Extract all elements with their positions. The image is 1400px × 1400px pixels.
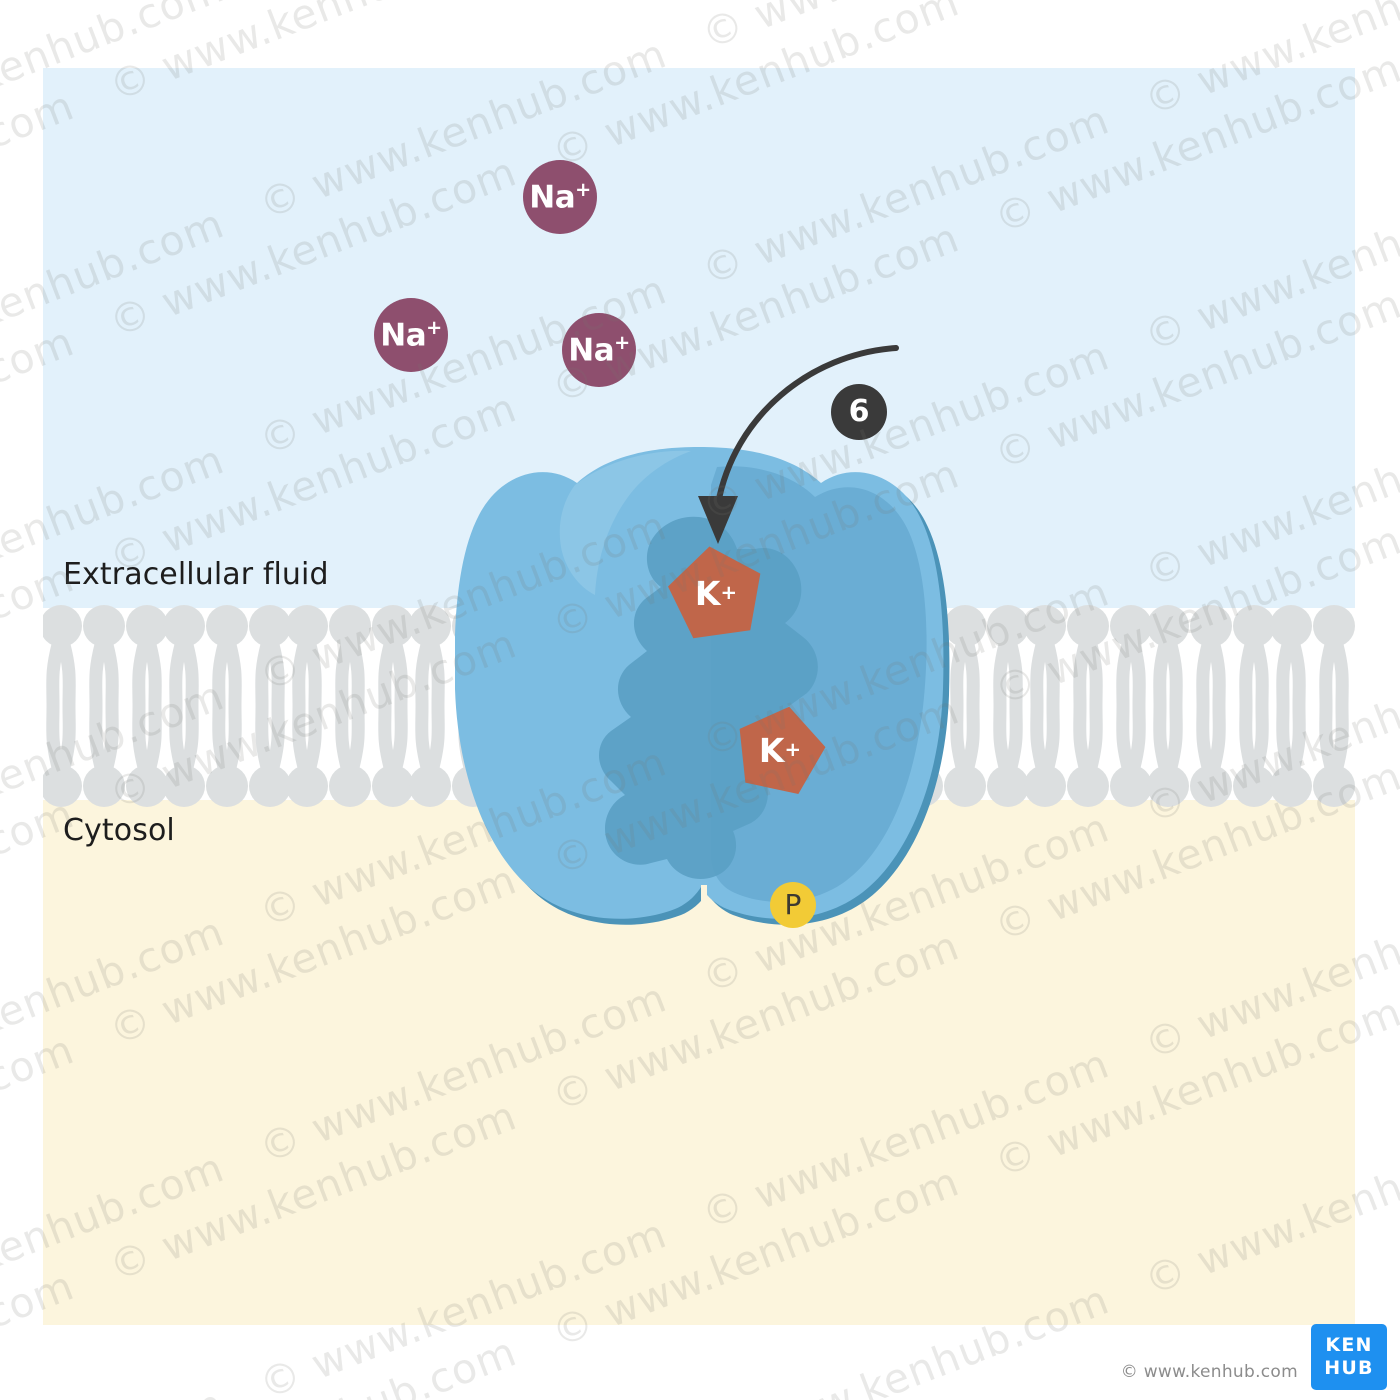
watermark-text: © www.kenhub.com © www.kenhub.com © www.… [0,0,1400,45]
phospholipid [83,605,125,713]
phospholipid [163,605,205,713]
phospholipid [329,605,371,713]
sodium-potassium-pump-protein [455,447,950,925]
sodium-ion: Na+ [523,160,597,234]
phospholipid [206,605,248,713]
phospholipid [987,605,1029,713]
phospholipid [43,699,82,807]
phospholipid [944,699,986,807]
cytosol-label: Cytosol [63,813,175,848]
phospholipid [409,699,451,807]
phospholipid [163,699,205,807]
arrow-head [698,496,738,544]
phospholipid [1233,605,1275,713]
phospholipid [409,605,451,713]
protein-central-channel [599,516,818,879]
extracellular-fluid-label: Extracellular fluid [63,557,329,592]
phospholipid [372,605,414,713]
kenhub-logo: KEN HUB [1311,1324,1387,1390]
phospholipid [286,605,328,713]
potassium-ion: K+ [723,693,837,807]
sodium-ion-label: Na+ [568,331,630,369]
phospholipid [1233,699,1275,807]
phospholipid [1270,699,1312,807]
phospholipid [1067,699,1109,807]
phospholipid [1147,605,1189,713]
protein-left-highlight [559,450,691,595]
phospholipid [83,699,125,807]
phospholipid [1147,699,1189,807]
step-number-label: 6 [848,394,870,429]
phospholipid [372,699,414,807]
phospholipid [1110,605,1152,713]
phospholipid [1067,605,1109,713]
phospholipid [329,699,371,807]
potassium-ion-shape [668,546,761,639]
phospholipid [1110,699,1152,807]
kenhub-logo-line1: KEN [1325,1333,1373,1356]
phospholipid [286,699,328,807]
potassium-ion: K+ [658,535,773,650]
phosphate-label: P [784,888,802,921]
phospholipid [1024,699,1066,807]
sodium-ion-label: Na+ [529,178,591,216]
phospholipid [249,605,291,713]
copyright-notice: © www.kenhub.com [1120,1362,1298,1382]
phospholipid [1190,605,1232,713]
phospholipid [1313,605,1355,713]
potassium-ion-shape [739,706,826,794]
sodium-ion: Na+ [374,298,448,372]
potassium-entry-arrow [698,345,899,544]
step-number-badge: 6 [831,384,887,440]
sodium-ion-label: Na+ [380,316,442,354]
arrow-shaft [715,345,899,507]
phospholipid [1270,605,1312,713]
phospholipid [1024,605,1066,713]
kenhub-logo-line2: HUB [1324,1357,1374,1379]
phospholipid [249,699,291,807]
phosphate-group: P [770,882,816,928]
phospholipid [1313,699,1355,807]
phospholipid [1190,699,1232,807]
phospholipid [206,699,248,807]
sodium-ion: Na+ [562,313,636,387]
protein-bottom-cleft [701,885,707,915]
phospholipid [43,605,82,713]
phospholipid [126,605,168,713]
phospholipid [126,699,168,807]
phospholipid [987,699,1029,807]
